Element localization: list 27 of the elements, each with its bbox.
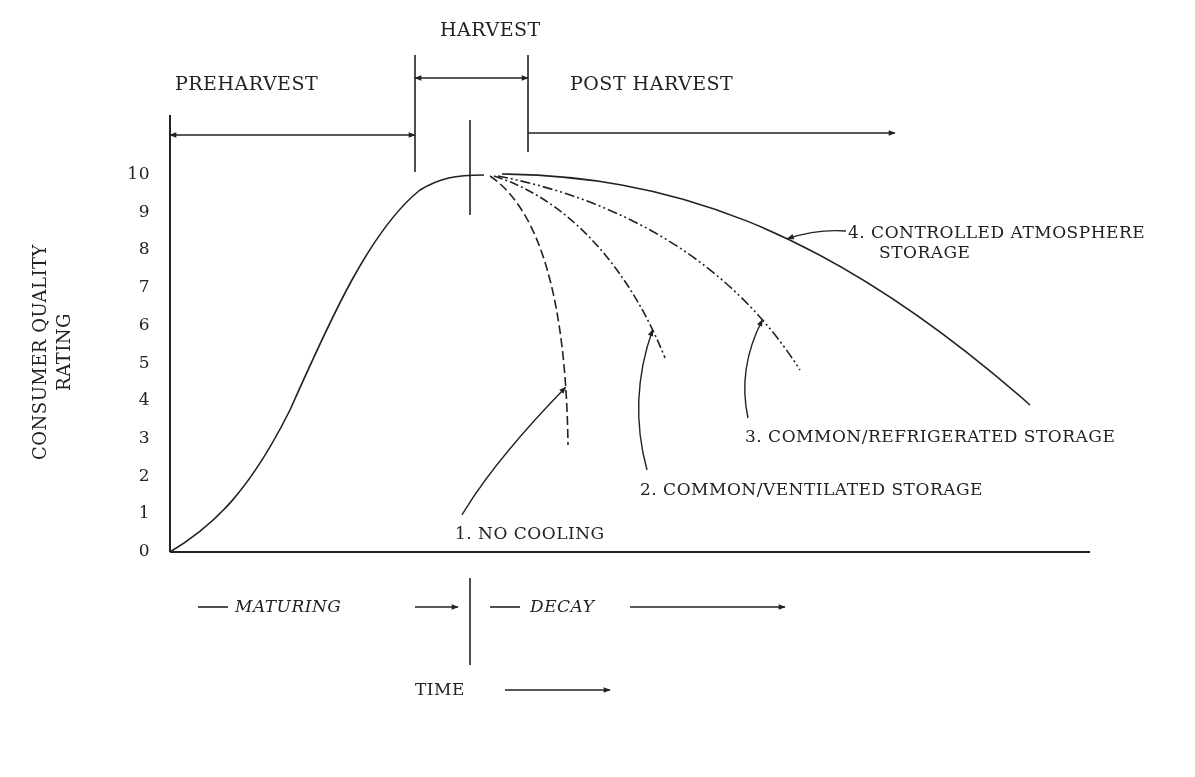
axis-title: TIME bbox=[415, 679, 465, 699]
phase-label: HARVEST bbox=[440, 18, 541, 40]
curve-label: 3. COMMON/REFRIGERATED STORAGE bbox=[745, 426, 1116, 446]
tick-label: 7 bbox=[137, 276, 150, 297]
curve-label: 4. CONTROLLED ATMOSPHERE STORAGE bbox=[848, 222, 1189, 262]
phase-label: POST HARVEST bbox=[570, 72, 734, 94]
tick-label: 8 bbox=[137, 238, 150, 259]
leader-line bbox=[786, 229, 847, 240]
curve-label: 2. COMMON/VENTILATED STORAGE bbox=[640, 479, 983, 499]
tick-label: 1 bbox=[137, 502, 150, 523]
tick-label: 2 bbox=[137, 464, 150, 485]
axis-title: CONSUMER QUALITY RATING bbox=[28, 243, 75, 462]
tick-label: 9 bbox=[137, 200, 150, 221]
tick-label: 4 bbox=[137, 389, 150, 410]
storage-curve bbox=[489, 175, 569, 446]
leader-line bbox=[461, 386, 567, 516]
phase-label: DECAY bbox=[530, 596, 595, 616]
leader-line bbox=[637, 329, 654, 471]
phase-label: MATURING bbox=[235, 596, 342, 616]
tick-label: 10 bbox=[126, 163, 150, 183]
tick-label: 5 bbox=[137, 351, 150, 372]
tick-label: 0 bbox=[137, 540, 150, 560]
tick-label: 6 bbox=[137, 313, 150, 334]
phase-label: PREHARVEST bbox=[175, 72, 319, 94]
leader-line bbox=[744, 319, 764, 419]
tick-label: 3 bbox=[137, 426, 150, 447]
curve-label: 1. NO COOLING bbox=[455, 523, 605, 543]
